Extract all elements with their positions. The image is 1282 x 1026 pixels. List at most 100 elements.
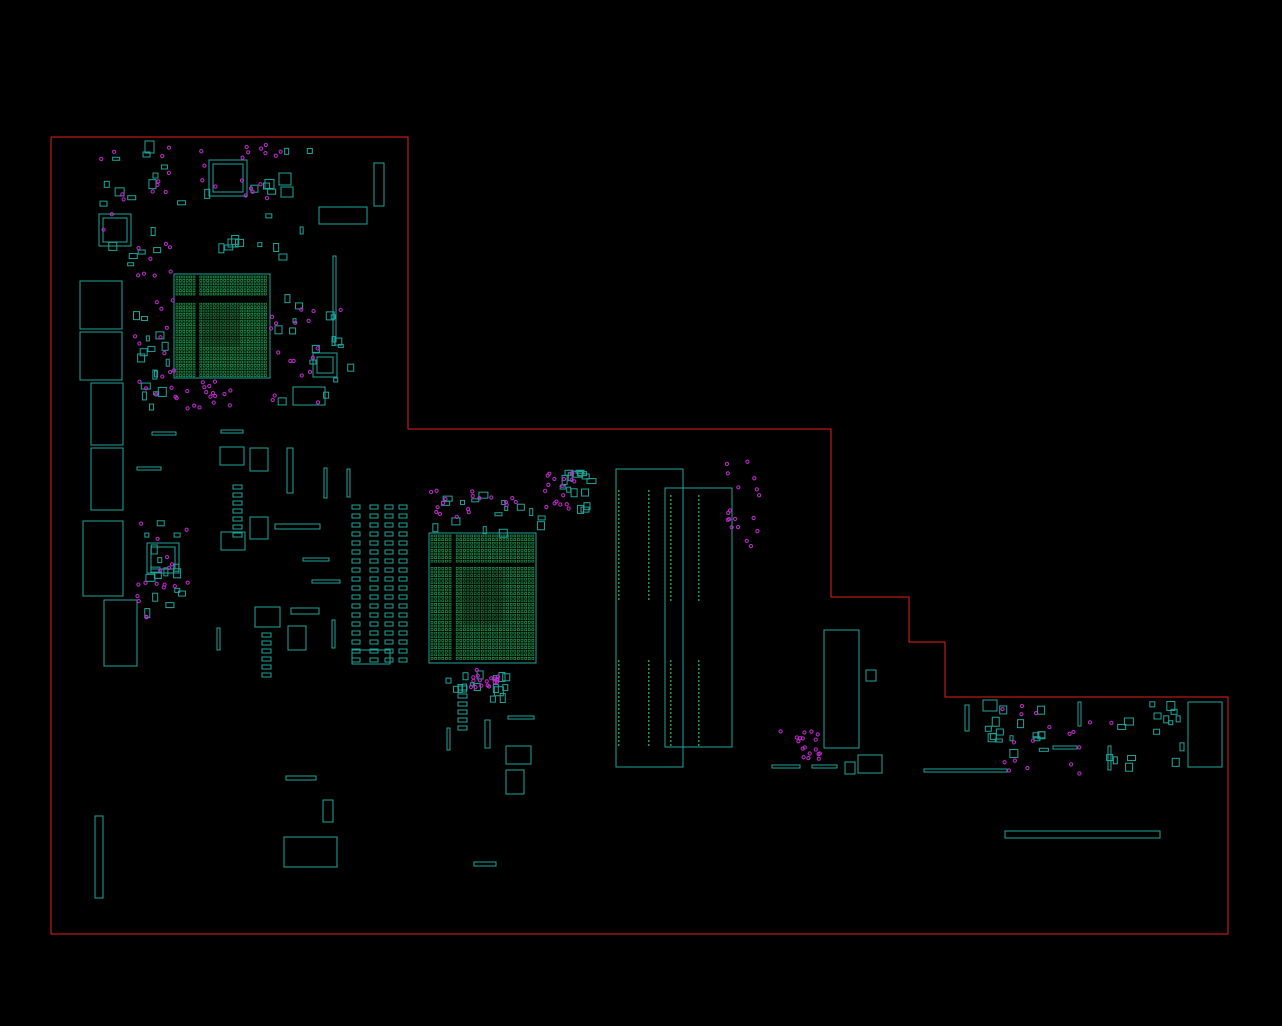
- smd-part[interactable]: [1175, 715, 1181, 723]
- dimm-slot-b[interactable]: [665, 488, 732, 747]
- smd-resistor[interactable]: [351, 603, 361, 609]
- smd-part[interactable]: [504, 505, 509, 511]
- smd-part[interactable]: [152, 592, 159, 602]
- smd-resistor[interactable]: [384, 504, 394, 510]
- smd-part[interactable]: [153, 247, 162, 254]
- smd-part[interactable]: [1127, 755, 1137, 762]
- smd-part[interactable]: [1149, 701, 1156, 708]
- smd-part[interactable]: [114, 187, 125, 197]
- smd-part[interactable]: [982, 699, 998, 712]
- smd-part[interactable]: [284, 147, 290, 155]
- smd-part[interactable]: [144, 608, 151, 619]
- smd-part[interactable]: [478, 491, 489, 499]
- smd-part[interactable]: [471, 498, 480, 503]
- smd-part[interactable]: [152, 172, 159, 179]
- smd-resistor[interactable]: [232, 516, 243, 522]
- smd-part[interactable]: [132, 311, 140, 321]
- smd-resistor[interactable]: [384, 540, 394, 546]
- smd-part[interactable]: [561, 474, 568, 485]
- usb-connector[interactable]: [80, 281, 137, 666]
- smd-resistor[interactable]: [457, 725, 468, 731]
- smd-resistor[interactable]: [369, 621, 379, 627]
- smd-part[interactable]: [287, 625, 307, 651]
- smd-part[interactable]: [99, 200, 108, 207]
- smd-resistor[interactable]: [369, 657, 379, 663]
- smd-part[interactable]: [811, 764, 838, 769]
- smd-part[interactable]: [1163, 715, 1170, 724]
- cpu-bga-package[interactable]: [174, 274, 270, 378]
- smd-part[interactable]: [492, 684, 499, 694]
- smd-part[interactable]: [346, 468, 351, 498]
- smd-resistor[interactable]: [384, 594, 394, 600]
- smd-part[interactable]: [141, 391, 147, 401]
- smd-part[interactable]: [173, 563, 180, 572]
- smd-part[interactable]: [577, 504, 585, 514]
- smd-part[interactable]: [331, 336, 336, 347]
- smd-part[interactable]: [235, 238, 245, 247]
- smd-resistor[interactable]: [351, 657, 361, 663]
- smd-resistor[interactable]: [384, 531, 394, 537]
- smd-part[interactable]: [575, 469, 585, 474]
- smd-part[interactable]: [264, 178, 275, 189]
- smd-part[interactable]: [274, 523, 321, 530]
- smd-part[interactable]: [285, 775, 317, 781]
- smd-resistor[interactable]: [261, 672, 272, 678]
- smd-part[interactable]: [128, 253, 138, 260]
- smd-resistor[interactable]: [369, 558, 379, 564]
- smd-part[interactable]: [299, 226, 304, 235]
- smd-part[interactable]: [857, 754, 883, 774]
- smd-part[interactable]: [289, 327, 297, 335]
- smd-part[interactable]: [577, 470, 584, 477]
- smd-resistor[interactable]: [351, 621, 361, 627]
- smd-resistor[interactable]: [369, 594, 379, 600]
- smd-part[interactable]: [220, 531, 246, 551]
- smd-part[interactable]: [254, 606, 281, 628]
- audio-codec-chip[interactable]: [147, 543, 179, 573]
- smd-part[interactable]: [332, 255, 337, 343]
- smd-part[interactable]: [505, 745, 532, 765]
- smd-part[interactable]: [157, 557, 163, 564]
- smd-resistor[interactable]: [232, 532, 243, 538]
- smd-resistor[interactable]: [384, 621, 394, 627]
- smd-resistor[interactable]: [398, 657, 408, 663]
- smd-part[interactable]: [137, 249, 146, 255]
- smd-part[interactable]: [1187, 701, 1223, 768]
- smd-part[interactable]: [457, 683, 463, 693]
- smd-part[interactable]: [453, 685, 460, 693]
- smd-resistor[interactable]: [351, 531, 361, 537]
- smd-resistor[interactable]: [369, 612, 379, 618]
- smd-part[interactable]: [145, 573, 156, 582]
- smd-part[interactable]: [1106, 754, 1114, 762]
- smd-part[interactable]: [137, 353, 146, 363]
- smd-part[interactable]: [147, 345, 156, 352]
- smd-resistor[interactable]: [232, 492, 243, 498]
- smd-resistor[interactable]: [369, 513, 379, 519]
- smd-part[interactable]: [103, 180, 110, 188]
- smd-resistor[interactable]: [351, 630, 361, 636]
- smd-part[interactable]: [278, 172, 292, 186]
- smd-part[interactable]: [1009, 735, 1014, 742]
- smd-part[interactable]: [1171, 757, 1180, 767]
- smd-resistor[interactable]: [232, 500, 243, 506]
- smd-part[interactable]: [204, 188, 211, 199]
- smd-part[interactable]: [347, 363, 355, 372]
- smd-part[interactable]: [1170, 708, 1178, 715]
- smd-resistor[interactable]: [398, 639, 408, 645]
- smd-part[interactable]: [274, 325, 283, 335]
- vrm-controller-chip[interactable]: [313, 353, 337, 377]
- lvds-connector[interactable]: [824, 630, 859, 748]
- smd-resistor[interactable]: [369, 549, 379, 555]
- smd-part[interactable]: [1038, 731, 1046, 739]
- smd-part[interactable]: [292, 386, 326, 406]
- smd-part[interactable]: [999, 705, 1008, 715]
- smd-part[interactable]: [1123, 717, 1134, 726]
- smd-resistor[interactable]: [351, 585, 361, 591]
- smd-part[interactable]: [257, 242, 263, 248]
- smd-part[interactable]: [173, 532, 181, 538]
- io-controller-chip[interactable]: [209, 160, 247, 196]
- smd-part[interactable]: [318, 206, 368, 225]
- smd-resistor[interactable]: [351, 594, 361, 600]
- smd-resistor[interactable]: [398, 513, 408, 519]
- ec-controller-chip[interactable]: [99, 214, 131, 246]
